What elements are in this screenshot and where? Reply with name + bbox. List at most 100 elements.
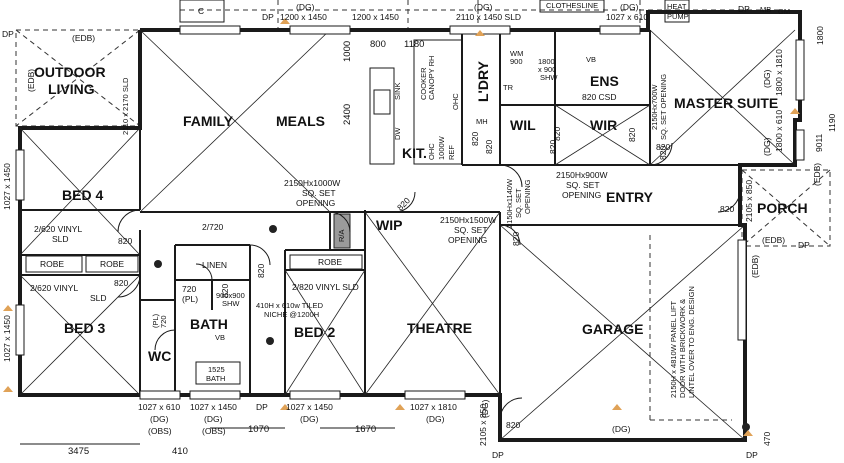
room-wir-label: WIR [590, 117, 617, 133]
gm-label: GM [778, 7, 790, 16]
dp-tag-1: DP [2, 29, 14, 39]
dim-1180: 1180 [404, 39, 424, 50]
ohc-label: OHC [451, 93, 460, 110]
dim-1000: 1000 [342, 41, 353, 62]
ohc-ref-label-3: REF [447, 145, 456, 160]
room-theatre-label: THEATRE [407, 320, 472, 336]
window-top-2: 1200 x 1450 [352, 12, 399, 22]
edb-tag-2: (EDB) [26, 69, 36, 92]
room-garage-label: GARAGE [582, 321, 643, 337]
door-width-wir: 820 [552, 127, 562, 141]
dw-label: DW [393, 127, 402, 140]
c-label: C [198, 6, 204, 16]
room-bed4-label: BED 4 [62, 187, 103, 203]
niche-label-1: 410H x 610w TILED [256, 301, 324, 310]
dim-470: 470 [762, 432, 772, 446]
bath-size-label-2: BATH [206, 374, 225, 383]
window-bottom-tag-2: (OBS) [148, 426, 172, 436]
vb-bath-label: VB [215, 333, 225, 342]
window-right-9011: 9011 [814, 133, 824, 152]
dim-dg: (DG) [480, 399, 490, 418]
kitchen-counter [413, 39, 463, 165]
opening-entry-side-3: OPENING [523, 179, 532, 214]
door-width-wip: 820 [395, 195, 412, 212]
window-bottom-dp: DP [256, 402, 268, 412]
opening-entry-side-1: 2150Hx1140W [505, 178, 514, 228]
ohc-ref-label-2: 1000W [437, 135, 446, 160]
window-right-2: 1800 x 610 [774, 110, 784, 152]
opening-theatre-2: SQ. SET [454, 225, 488, 235]
window-top-dp: DP [262, 12, 274, 22]
garage-door-1: 2150H x 4810W PANEL LIFT [669, 300, 678, 398]
pl2-label-1: (PL) [151, 313, 160, 328]
garage-door-3: LINTEL OVER TO ENG. DESIGN [687, 286, 696, 398]
door-width-kit: 820 [470, 132, 480, 146]
bed4-sld-2: SLD [52, 234, 69, 244]
dp-tag-4: DP [746, 450, 758, 460]
garage-door-2: DOOR WITH BRICKWORK & [678, 299, 687, 398]
pl2-label-2: 720 [159, 315, 168, 328]
window-right-dg1: (DG) [762, 69, 772, 88]
door-width-master: 820 [658, 146, 668, 160]
robe-bed3-label: ROBE [100, 259, 124, 269]
opening-master-2: SQ. SET OPENING [659, 74, 668, 140]
cooker-label-1: COOKER [419, 67, 428, 100]
opening-master-1: 2150Hx700W [650, 84, 659, 130]
window-left-2: 1027 x 1450 [2, 315, 12, 362]
dim-3475: 3475 [68, 446, 89, 457]
edb-tag-4: (EDB) [812, 163, 822, 186]
clothesline-label: CLOTHESLINE [546, 1, 598, 10]
window-right-1: 1800 x 1810 [774, 49, 784, 96]
door-width-garage: 820 [511, 232, 521, 246]
window-bottom-tag-6: (DG) [426, 414, 445, 424]
bed4-sld-1: 2/620 VINYL [34, 224, 82, 234]
window-top-dg2: (DG) [474, 2, 493, 12]
opening-entry-2: SQ. SET [566, 180, 600, 190]
linen-door-label: 2/720 [202, 222, 224, 232]
heat-pump-label-1: HEAT [667, 2, 687, 11]
opening-family-3: OPENING [296, 198, 335, 208]
mh-label: MH [476, 117, 488, 126]
shw-label-1: 900x900 [216, 291, 245, 300]
window-top-1: 1200 x 1450 [280, 12, 327, 22]
room-wc-label: WC [148, 348, 171, 364]
dim-1670: 1670 [355, 424, 376, 435]
bed3-sld-2: SLD [90, 293, 107, 303]
sink [373, 89, 391, 115]
wm-label-2: 900 [510, 57, 523, 66]
room-outdoor-label-1: OUTDOOR [34, 64, 106, 80]
room-master-label: MASTER SUITE [674, 95, 778, 111]
room-kitchen-label: KIT. [402, 145, 427, 161]
smoke-detector-icons [154, 225, 750, 431]
window-right-1190: 1190 [827, 113, 837, 132]
dim-2105: 2105 x 850 [478, 404, 488, 446]
shw-label-2: SHW [222, 299, 240, 308]
vb-ensuite-label: VB [586, 55, 596, 64]
opening-family-1: 2150Hx1000W [284, 178, 340, 188]
sink-label: SINK [393, 82, 402, 100]
opening-family-2: SQ. SET [302, 188, 336, 198]
window-top-dg3: (DG) [620, 2, 639, 12]
kitchen-bench [369, 67, 395, 165]
opening-entry-side-2: SQ. SET [514, 188, 523, 218]
door-width-ens: 820 [627, 128, 637, 142]
door-width-bed2: 820 [256, 264, 266, 278]
dim-1070: 1070 [248, 424, 269, 435]
door-width-garage-rear: 820 [506, 420, 520, 430]
window-top-dg1: (DG) [296, 2, 315, 12]
room-entry-label: ENTRY [606, 189, 654, 205]
dim-800: 800 [370, 39, 386, 50]
room-porch-label: PORCH [757, 200, 808, 216]
wm-label-1: WM [510, 49, 523, 58]
ra-label: R/A [337, 229, 346, 242]
window-top-3: 2110 x 1450 SLD [456, 12, 521, 22]
dp-tag-3: DP [492, 450, 504, 460]
ohc-ref-label-1: OHC [427, 143, 436, 160]
room-wip-label: WIP [376, 217, 402, 233]
room-bed2-label: BED 2 [294, 324, 335, 340]
opening-theatre-1: 2150Hx1500W [440, 215, 496, 225]
window-bottom-2: 1027 x 1450 [190, 402, 237, 412]
window-bottom-tag-1: (DG) [150, 414, 169, 424]
opening-entry-3: OPENING [562, 190, 601, 200]
